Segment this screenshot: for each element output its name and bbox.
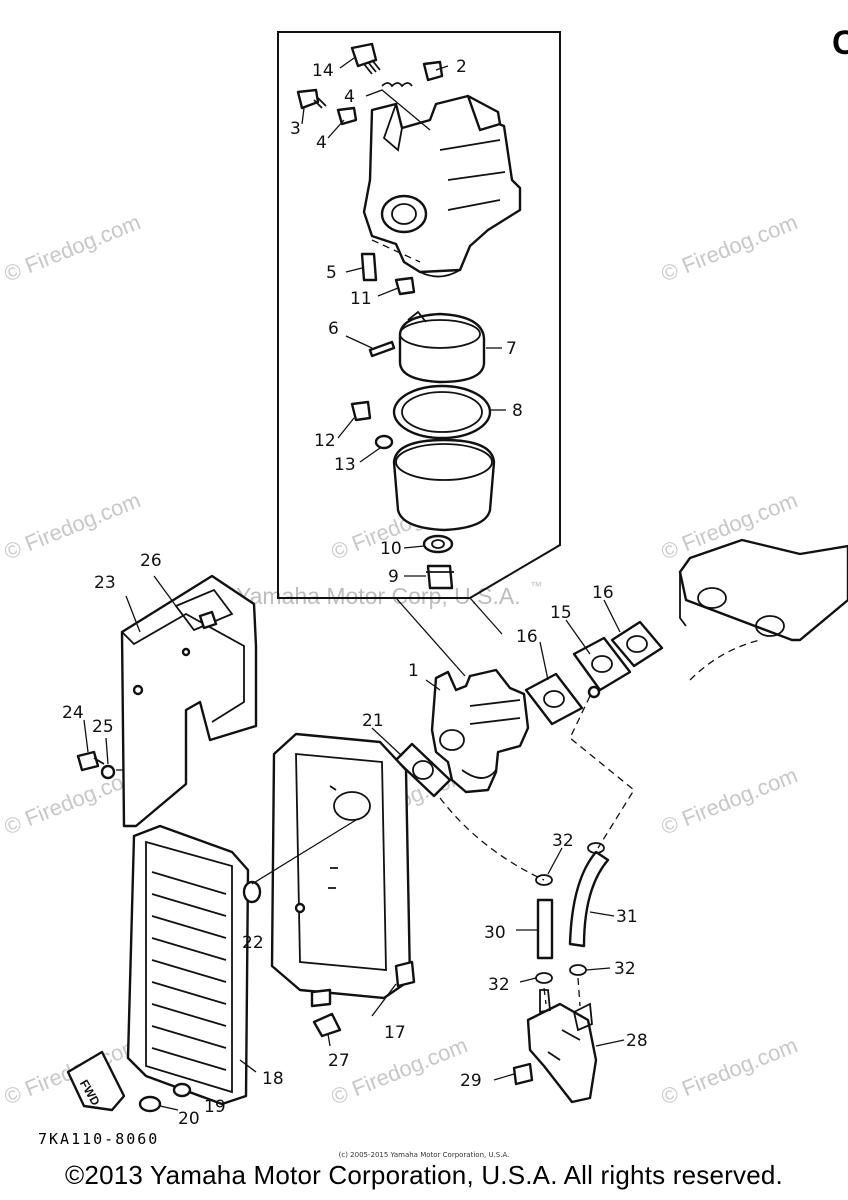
small-copyright: (c) 2005-2015 Yamaha Motor Corporation, … [338,1151,510,1159]
callout-20: 20 [178,1109,200,1129]
callout-27: 27 [328,1051,350,1071]
washer-25 [100,764,116,780]
callout-8: 8 [512,401,523,421]
bolt-27 [312,1012,342,1038]
callout-18: 18 [262,1069,284,1089]
fuel-hose-31 [568,850,610,948]
fuel-cock [512,989,598,1104]
watermark: © Firedog.com [1,209,144,286]
callout-17: 17 [384,1023,406,1043]
assembly-leader [395,597,466,677]
carburetor-exploded [296,42,522,590]
watermark: © Firedog.com [658,209,801,286]
callout-9: 9 [388,567,399,587]
watermark: © Firedog.com [1,487,144,564]
leader-lines [83,57,625,1111]
watermark: © Firedog.com [658,1032,801,1109]
callout-14: 14 [312,61,334,81]
nut-22 [242,880,262,904]
callout-25: 25 [92,717,114,737]
gasket-21 [394,742,452,798]
callout-4: 4 [316,133,327,153]
callout-13: 13 [334,455,356,475]
callout-29: 29 [460,1071,482,1091]
callout-19: 19 [204,1097,226,1117]
callout-4: 4 [344,87,355,107]
callout-16: 16 [516,627,538,647]
engine-block-fragment [678,538,848,681]
callout-2: 2 [456,57,467,77]
diagram-code: 7KA110-8060 [38,1130,160,1148]
air-cleaner-case [270,732,416,1008]
page-corner-glyph: C [832,24,848,62]
callout-15: 15 [550,603,572,623]
tm-mark: ™ [530,579,542,593]
fuel-hose-30 [536,898,554,960]
callout-6: 6 [328,319,339,339]
bolt-24 [76,750,100,772]
callouts: 1 2 3 4 4 5 6 7 8 9 10 11 12 13 14 15 16… [62,57,648,1129]
watermark: © Firedog.com [658,762,801,839]
copyright-notice: ©2013 Yamaha Motor Corporation, U.S.A. A… [65,1160,783,1190]
callout-32: 32 [488,975,510,995]
callout-30: 30 [484,923,506,943]
callout-23: 23 [94,573,116,593]
callout-21: 21 [362,711,384,731]
grommet-19 [172,1082,192,1098]
callout-28: 28 [626,1031,648,1051]
assembly-leader [469,597,503,635]
callout-5: 5 [326,263,337,283]
carburetor-assembled [430,668,530,794]
callout-3: 3 [290,119,301,139]
callout-26: 26 [140,551,162,571]
callout-1: 1 [408,661,419,681]
callout-12: 12 [314,431,336,451]
air-cleaner-cover [104,574,258,828]
callout-32: 32 [614,959,636,979]
callout-7: 7 [506,339,517,359]
fwd-tag: FWD [66,1050,126,1112]
callout-31: 31 [616,907,638,927]
clip-20 [138,1095,162,1113]
callout-32: 32 [552,831,574,851]
callout-22: 22 [242,933,264,953]
callout-24: 24 [62,703,84,723]
callout-16: 16 [592,583,614,603]
callout-10: 10 [380,539,402,559]
air-filter-element [126,824,250,1106]
callout-11: 11 [350,289,372,309]
